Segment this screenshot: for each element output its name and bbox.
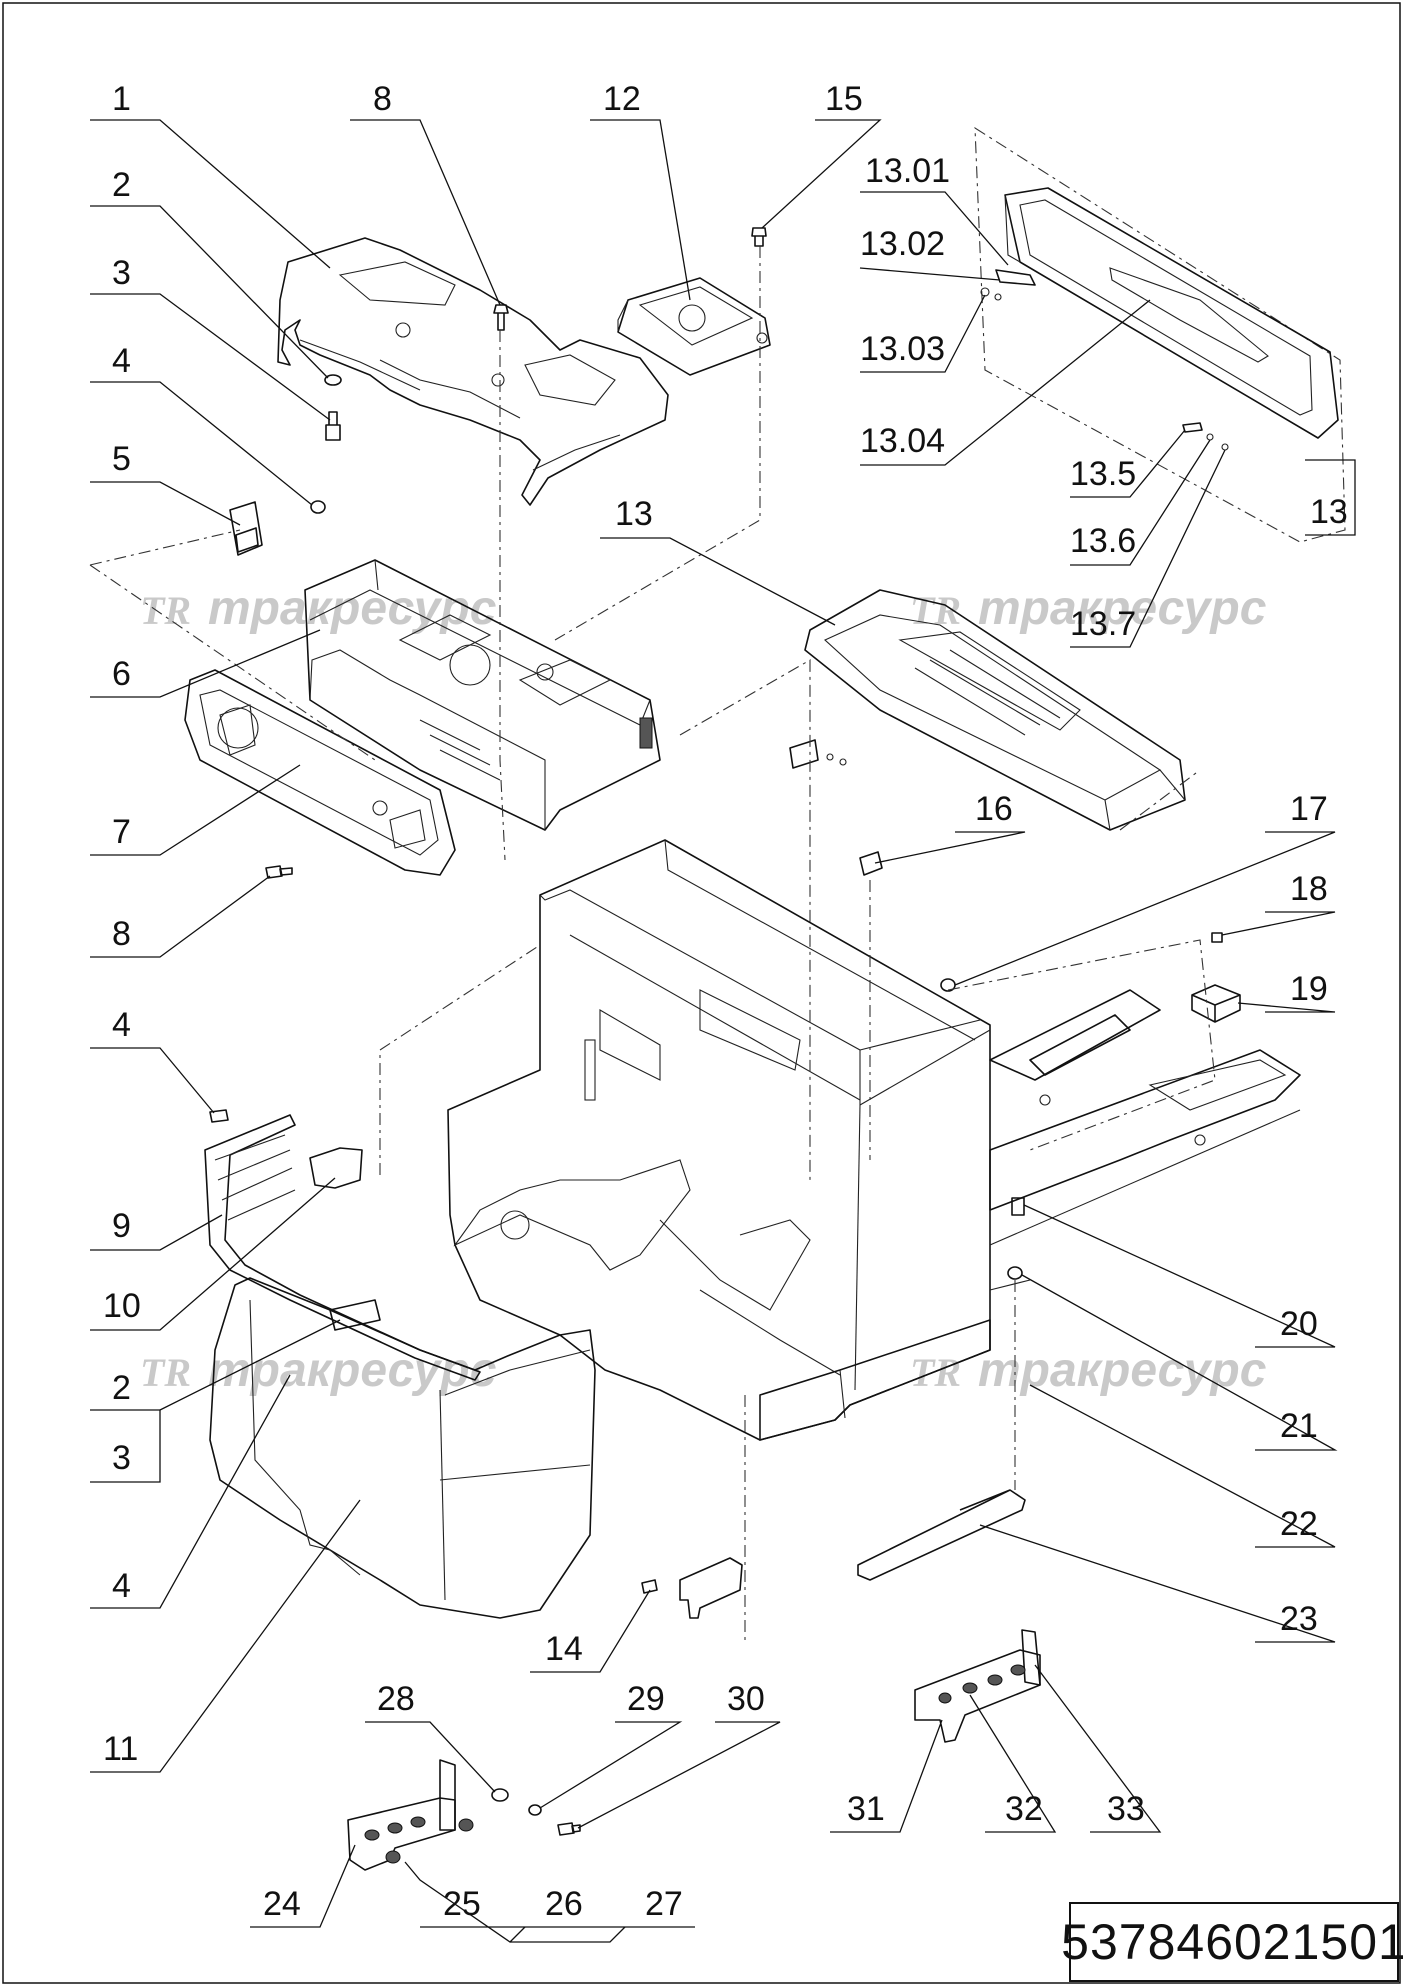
part-24-27-bracket [347, 1759, 474, 1871]
callout-24: 24 [263, 1885, 301, 1923]
callout-17: 17 [1290, 790, 1328, 828]
part-13-cover [804, 589, 1186, 831]
callout-8: 8 [373, 80, 392, 118]
part-4-bolt-left [209, 1109, 229, 1123]
part-31-33-bracket [914, 1629, 1041, 1743]
drawing-number: 537846021501 [1061, 1902, 1403, 1982]
callout-21: 21 [1280, 1407, 1318, 1445]
watermark-text: тракресурс [208, 582, 496, 635]
nut-small [826, 753, 834, 761]
watermark-text: тракресурс [978, 1344, 1266, 1397]
main-chassis [447, 839, 1301, 1441]
part-11-front-cover [209, 1277, 596, 1619]
callout-13-7: 13.7 [1070, 605, 1136, 643]
callout-16: 16 [975, 790, 1013, 828]
callout-13-02: 13.02 [860, 225, 945, 263]
callout-6: 6 [112, 655, 131, 693]
callout-29: 29 [627, 1680, 665, 1718]
nut-small [839, 758, 847, 766]
callout-25: 25 [443, 1885, 481, 1923]
callouts: 1 2 3 4 5 6 7 8 4 9 10 2 3 4 11 8 12 15 [90, 80, 1356, 1943]
callout-13-box: 13 [1310, 493, 1348, 531]
callout-4: 4 [112, 342, 131, 380]
part-12-plate [617, 277, 771, 376]
part-18-bolt [1211, 932, 1223, 943]
callout-28: 28 [377, 1680, 415, 1718]
part-23-plate [857, 1489, 1026, 1581]
part-14-bracket [679, 1557, 743, 1619]
part-6-frame [304, 559, 661, 831]
callout-31: 31 [847, 1790, 885, 1828]
part-8-bolt-lower [265, 865, 293, 879]
part-30-bolt [557, 1822, 581, 1836]
callout-7: 7 [112, 813, 131, 851]
callout-4: 4 [112, 1567, 131, 1605]
part-10-hinge-bracket [309, 1147, 363, 1189]
watermark-logo: TR [140, 588, 191, 633]
part-1-top-cover [277, 237, 669, 506]
watermark-text: тракресурс [978, 582, 1266, 635]
watermark-logo: TR [910, 1350, 961, 1395]
callout-2: 2 [112, 1369, 131, 1407]
part-4-nut [310, 500, 326, 514]
part-21-washer [1007, 1266, 1023, 1280]
callout-3: 3 [112, 1439, 131, 1477]
callout-11: 11 [103, 1730, 138, 1768]
callout-13-5: 13.5 [1070, 455, 1136, 493]
watermark-1: TR тракресурс [140, 582, 496, 635]
callout-1: 1 [112, 80, 131, 118]
callout-13-04: 13.04 [860, 422, 945, 460]
callout-27: 27 [645, 1885, 683, 1923]
callout-15: 15 [825, 80, 863, 118]
callout-23: 23 [1280, 1600, 1318, 1638]
callout-4: 4 [112, 1006, 131, 1044]
callout-3: 3 [112, 254, 131, 292]
callout-5: 5 [112, 440, 131, 478]
part-9-bumper-rail [204, 1114, 481, 1381]
callout-18: 18 [1290, 870, 1328, 908]
callout-9: 9 [112, 1207, 131, 1245]
callout-13: 13 [615, 495, 653, 533]
callout-26: 26 [545, 1885, 583, 1923]
alignment-lines [89, 246, 1216, 1645]
watermark-2: TR тракресурс [910, 582, 1266, 635]
callout-2: 2 [112, 166, 131, 204]
part-5-bracket [229, 501, 263, 556]
callout-30: 30 [727, 1680, 765, 1718]
watermark-logo: TR [140, 1350, 191, 1395]
hinge-hardware [789, 739, 819, 769]
callout-10: 10 [103, 1287, 141, 1325]
part-28-washer [491, 1788, 509, 1802]
callout-14: 14 [545, 1630, 583, 1668]
callout-12: 12 [603, 80, 641, 118]
part-3-bolt [325, 411, 341, 441]
callout-32: 32 [1005, 1790, 1043, 1828]
part-7-side-cover [184, 669, 456, 876]
part-20-bolt [1011, 1197, 1025, 1216]
callout-13-01: 13.01 [865, 152, 950, 190]
part-2-washer [324, 374, 342, 386]
watermark-4: TR тракресурс [910, 1344, 1266, 1397]
part-8-bolt-top [493, 304, 509, 331]
callout-13-6: 13.6 [1070, 522, 1136, 560]
callout-13-03: 13.03 [860, 330, 945, 368]
part-29-washer [528, 1804, 542, 1816]
part-16-plug [859, 851, 883, 876]
part-15-bolt [751, 227, 767, 247]
part-14-bolt [641, 1579, 658, 1594]
callout-22: 22 [1280, 1505, 1318, 1543]
part-13-detail-assembly [974, 126, 1346, 543]
callout-8: 8 [112, 915, 131, 953]
watermark-3: TR тракресурс [140, 1344, 496, 1397]
callout-19: 19 [1290, 970, 1328, 1008]
part-19-block [1191, 984, 1241, 1023]
callout-33: 33 [1107, 1790, 1145, 1828]
